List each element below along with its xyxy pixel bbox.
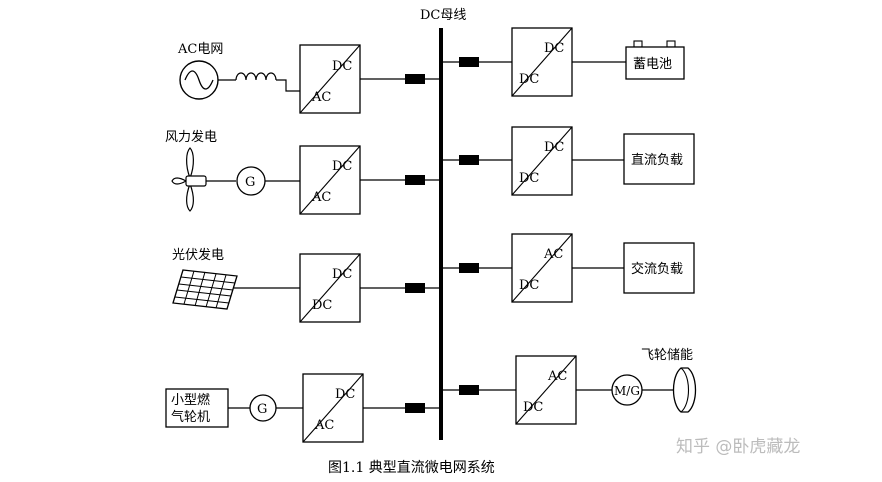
converter-dc-ac-load: AC DC (511, 233, 573, 303)
converter-top-label: DC (332, 159, 352, 174)
wind-label: 风力发电 (165, 129, 217, 145)
converter-bottom-label: AC (311, 90, 331, 105)
load-flywheel: AC DC M/G 飞轮储能 (441, 348, 697, 425)
wind-turbine-icon (171, 147, 207, 212)
converter-bottom-label: DC (523, 400, 543, 415)
watermark: 知乎 @卧虎藏龙 (676, 437, 800, 457)
flywheel-label: 飞轮储能 (641, 348, 693, 363)
generator-label: G (245, 175, 255, 190)
breaker-icon (405, 283, 425, 293)
inductor-icon (218, 72, 300, 92)
motor-generator-icon: M/G (611, 374, 643, 406)
converter-top-label: DC (335, 387, 355, 402)
converter-bottom-label: DC (519, 278, 539, 293)
converter-dc-dc-source: DC DC (299, 253, 361, 323)
dc-load-label: 直流负载 (631, 153, 683, 168)
ac-load-label: 交流负载 (631, 261, 683, 277)
flywheel-icon (672, 367, 697, 413)
solar-panel-icon (172, 269, 238, 310)
breaker-icon (459, 385, 479, 395)
dc-load-box (623, 133, 695, 185)
gas-turbine-box (165, 388, 229, 428)
load-dc: DC DC 直流负载 (441, 126, 695, 196)
converter-dc-ac-flywheel: AC DC (515, 355, 577, 425)
ac-load-box (623, 242, 695, 294)
converter-bottom-label: AC (314, 418, 334, 433)
breaker-icon (459, 263, 479, 273)
converter-dc-dc-battery: DC DC (511, 27, 573, 97)
figure-caption: 图1.1 典型直流微电网系统 (328, 459, 495, 476)
battery-label: 蓄电池 (633, 57, 672, 72)
load-battery: DC DC 蓄电池 (441, 27, 685, 97)
breaker-icon (459, 57, 479, 67)
breaker-icon (405, 74, 425, 84)
gas-turbine-label-line1: 小型燃 (171, 392, 210, 408)
source-ac-grid: AC电网 DC AC (177, 42, 441, 114)
breaker-icon (459, 155, 479, 165)
motor-generator-label: M/G (614, 384, 640, 398)
breaker-icon (405, 403, 425, 413)
converter-ac-dc-3: DC AC (302, 373, 364, 443)
battery-icon: 蓄电池 (625, 40, 685, 80)
dc-bus-label: DC母线 (420, 8, 466, 23)
breaker-icon (405, 175, 425, 185)
gas-turbine-label-line2: 气轮机 (171, 409, 210, 425)
generator-icon: G (249, 394, 277, 422)
source-gas-turbine: 小型燃 气轮机 G DC AC (165, 373, 441, 443)
converter-ac-dc-2: DC AC (299, 145, 361, 215)
converter-bottom-label: DC (519, 171, 539, 186)
converter-top-label: AC (543, 247, 563, 262)
converter-top-label: DC (332, 267, 352, 282)
pv-label: 光伏发电 (172, 247, 224, 263)
converter-top-label: DC (544, 41, 564, 56)
converter-dc-dc-load: DC DC (511, 126, 573, 196)
converter-top-label: AC (547, 369, 567, 384)
converter-top-label: DC (544, 140, 564, 155)
generator-label: G (257, 402, 267, 417)
load-ac: AC DC 交流负载 (441, 233, 695, 303)
converter-bottom-label: DC (312, 298, 332, 313)
ac-source-icon (179, 60, 219, 100)
converter-bottom-label: AC (311, 190, 331, 205)
converter-bottom-label: DC (519, 72, 539, 87)
converter-top-label: DC (332, 59, 352, 74)
source-wind: 风力发电 G DC AC (165, 129, 441, 215)
generator-icon: G (236, 166, 266, 196)
source-pv: 光伏发电 DC DC (172, 247, 441, 323)
converter-ac-dc-1: DC AC (299, 44, 361, 114)
ac-grid-label: AC电网 (177, 42, 223, 57)
